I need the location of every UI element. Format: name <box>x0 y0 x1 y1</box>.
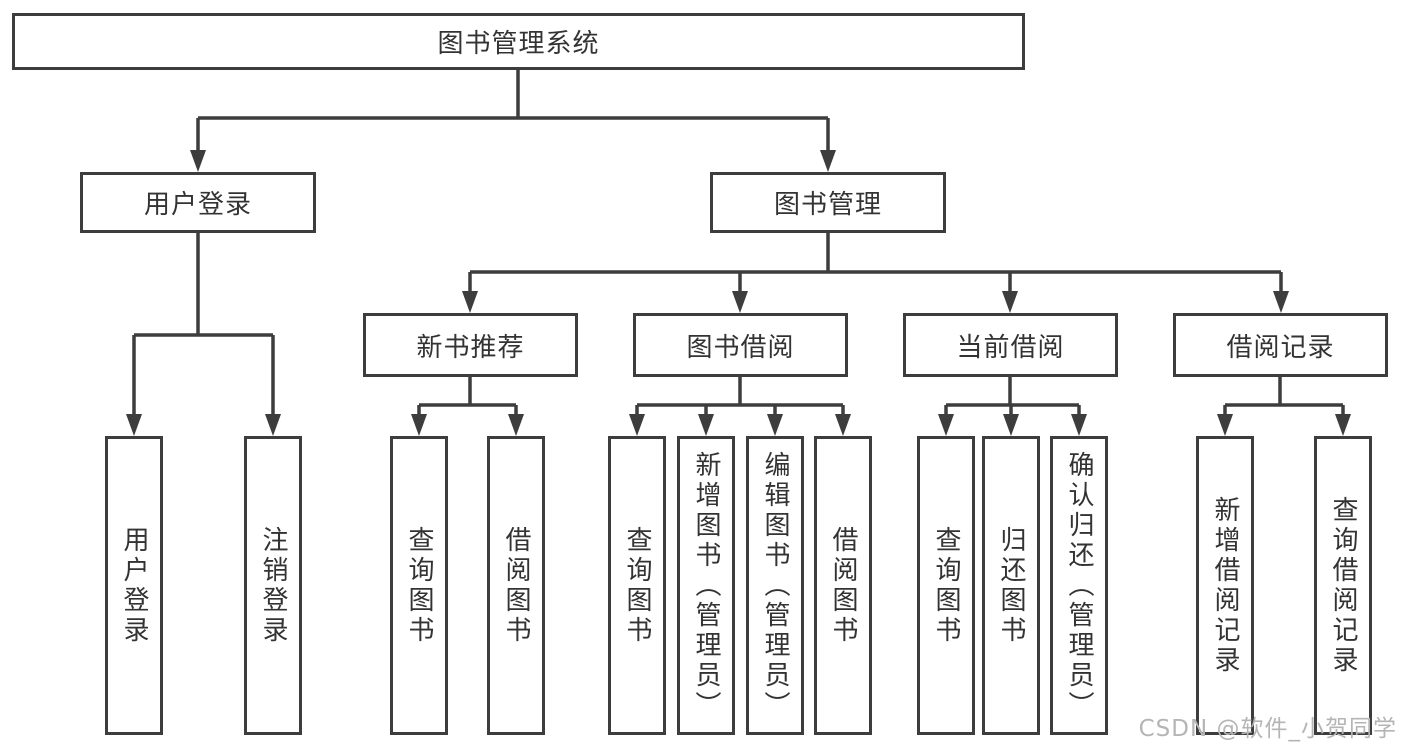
node-borrow-records: 借阅记录 <box>1173 313 1388 377</box>
arrow-down-icon <box>732 291 748 313</box>
leaf-borrow-books-recommend: 借阅图书 <box>487 436 545 735</box>
leaf-query-books-current: 查询图书 <box>917 436 975 735</box>
arrow-down-icon <box>835 414 851 436</box>
arrow-down-icon <box>1273 291 1289 313</box>
node-book-management-branch: 图书管理 <box>710 172 946 233</box>
arrow-down-icon <box>508 414 524 436</box>
arrowheads <box>126 150 1351 436</box>
leaf-logout: 注销登录 <box>244 436 302 735</box>
connector-lines <box>132 70 1345 416</box>
leaf-add-borrow-record: 新增借阅记录 <box>1196 436 1254 735</box>
node-user-login-branch: 用户登录 <box>80 172 316 233</box>
arrow-down-icon <box>767 414 783 436</box>
leaf-query-books-borrow: 查询图书 <box>608 436 666 735</box>
leaf-edit-books-admin: 编辑图书（管理员） <box>746 436 804 735</box>
node-book-borrow: 图书借阅 <box>633 313 848 377</box>
arrow-down-icon <box>1335 414 1351 436</box>
arrow-down-icon <box>1003 414 1019 436</box>
arrow-down-icon <box>1071 414 1087 436</box>
leaf-confirm-return-admin: 确认归还（管理员） <box>1050 436 1108 735</box>
node-current-borrow: 当前借阅 <box>903 313 1118 377</box>
arrow-down-icon <box>1002 291 1018 313</box>
arrow-down-icon <box>126 414 142 436</box>
leaf-user-login: 用户登录 <box>105 436 163 735</box>
arrow-down-icon <box>462 291 478 313</box>
arrow-down-icon <box>629 414 645 436</box>
arrow-down-icon <box>411 414 427 436</box>
leaf-query-books-recommend: 查询图书 <box>390 436 448 735</box>
node-root: 图书管理系统 <box>12 13 1025 70</box>
arrow-down-icon <box>938 414 954 436</box>
leaf-add-books-admin: 新增图书（管理员） <box>677 436 735 735</box>
arrow-down-icon <box>1217 414 1233 436</box>
node-new-book-recommend: 新书推荐 <box>363 313 578 377</box>
leaf-query-borrow-record: 查询借阅记录 <box>1314 436 1372 735</box>
arrow-down-icon <box>698 414 714 436</box>
arrow-down-icon <box>820 150 836 172</box>
arrow-down-icon <box>190 150 206 172</box>
leaf-return-books: 归还图书 <box>982 436 1040 735</box>
leaf-borrow-books: 借阅图书 <box>814 436 872 735</box>
arrow-down-icon <box>265 414 281 436</box>
